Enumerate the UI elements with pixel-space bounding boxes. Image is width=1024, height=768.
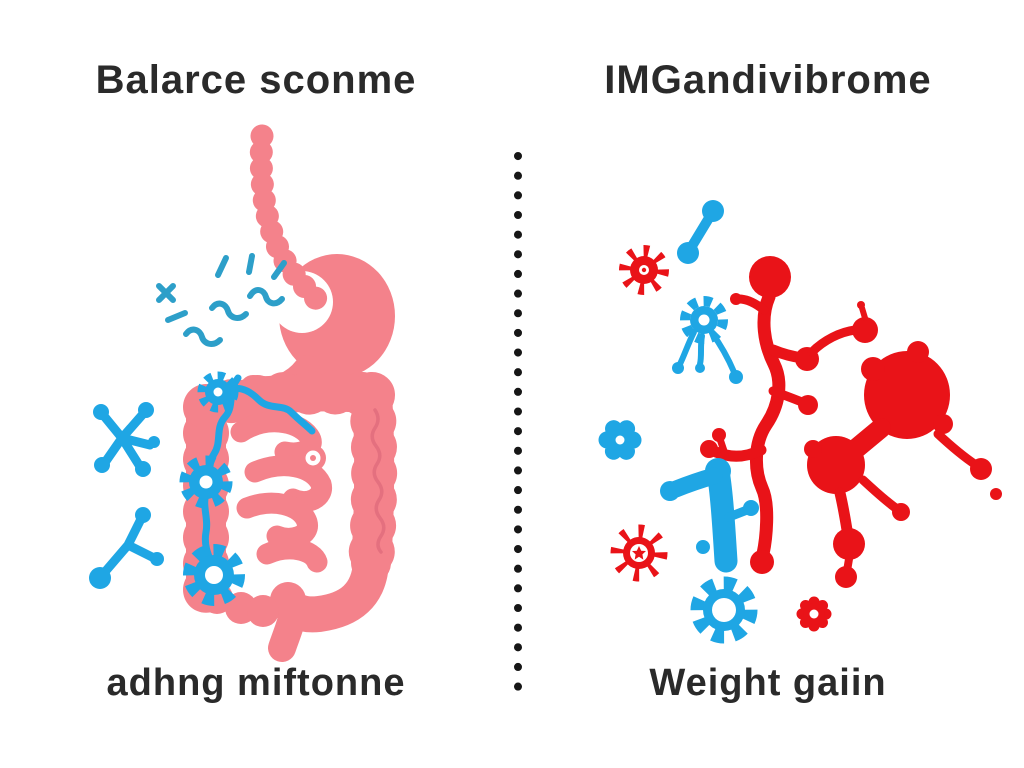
gut-illustration <box>89 124 398 662</box>
right-panel-caption: Weight gaiin <box>649 662 887 704</box>
blue-sparkle-squiggles <box>156 253 287 347</box>
blue-branched-microbe-2 <box>89 507 164 589</box>
red-blob-microbe-cluster <box>804 341 1002 588</box>
red-sun-microbe <box>619 245 669 295</box>
imbalanced-microbes-illustration <box>598 200 1002 644</box>
red-star-sun-microbe <box>610 524 668 582</box>
blue-gear-microbe-chain <box>179 371 316 606</box>
red-branching-microbe <box>700 256 878 574</box>
red-flower-gear-microbe <box>796 596 832 632</box>
blue-branched-microbe-1 <box>93 402 160 477</box>
dotted-divider-line <box>514 152 522 708</box>
gear-microbe-small <box>197 371 239 413</box>
left-panel-title: Balarce sconme <box>95 58 417 102</box>
captions-row: adhng miftonne Weight gaiin <box>0 662 1024 705</box>
small-intestine <box>230 411 332 573</box>
blue-gear-microbe <box>672 296 743 384</box>
titles-row: Balarce sconme IMGandivibrome <box>0 58 1024 103</box>
left-panel-caption: adhng miftonne <box>106 662 406 704</box>
blue-club-microbe <box>660 458 759 573</box>
esophagus <box>249 124 330 313</box>
blue-large-gear-microbe <box>690 576 758 644</box>
colon-texture-squiggle <box>370 408 386 554</box>
blue-dumbbell-microbe <box>677 200 724 264</box>
gear-microbe-large <box>183 544 245 606</box>
right-panel-title: IMGandivibrome <box>604 58 932 102</box>
blue-flower-microbe <box>598 418 642 462</box>
gear-microbe-medium <box>179 455 233 509</box>
intestine-spiral-dot <box>300 445 326 471</box>
